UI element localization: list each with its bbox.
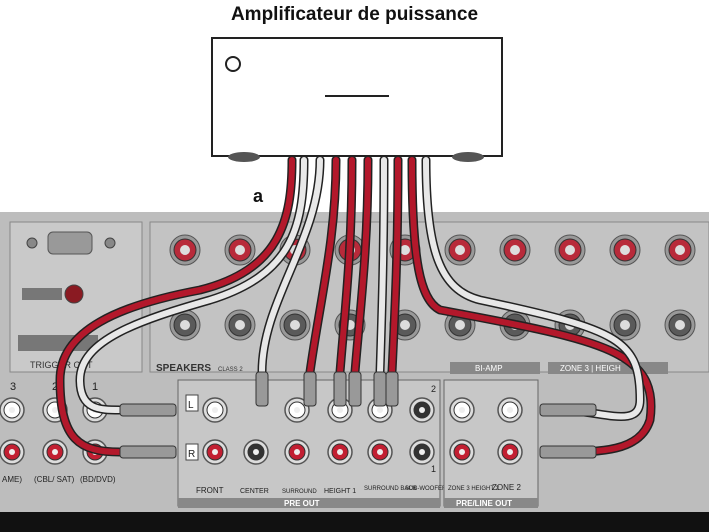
power-amplifier [211,37,503,162]
pre-out-subwoofer-label: SUB-WOOFER [405,486,447,492]
cable-front-l [76,157,307,413]
subwoofer-number-2: 2 [431,384,436,394]
speaker-terminal-plus-10 [664,234,696,266]
rca-plug-top-4 [348,371,362,407]
front-r-jack [202,439,228,465]
rca-plug-1 [119,403,177,417]
pre-out-center-label: CENTER [240,488,269,495]
zone3-height2-label: ZONE 3 HEIGHT 2 [448,486,500,492]
cable-surround-back-r [389,157,401,375]
rca-plug-top-5 [373,371,387,407]
front-r-marker: R [188,449,195,460]
pre-out-surround-back-label: SURROUND BACK [364,486,417,492]
speaker-terminal-plus-8 [554,234,586,266]
speaker-terminal-plus-6 [444,234,476,266]
front-l-jack [202,397,228,423]
subwoofer-number-1: 1 [431,464,436,474]
surround-l-jack [284,397,310,423]
input-number-3: 3 [10,381,16,393]
pre-out-surround-label: SURROUND [282,489,317,495]
cable-surround [307,157,339,375]
speakers-class-label: CLASS 2 [218,367,243,373]
pre-out-height1-label: HEIGHT 1 [324,488,356,495]
speaker-terminal-plus-7 [499,234,531,266]
rca-plug-top-6 [385,371,399,407]
rca-plug-top-3 [333,371,347,407]
input-bd-dvd-label: (BD/DVD) [80,475,116,484]
zone3-height2-l-jack [449,397,475,423]
input-jack-white-1 [0,397,25,423]
speaker-terminal-minus-3 [279,309,311,341]
speaker-terminal-minus-2 [224,309,256,341]
cable-marker-a: a [253,186,264,206]
speaker-terminal-minus-10 [664,309,696,341]
cable-height1 [337,157,355,375]
pre-line-out-jacks [449,397,523,465]
power-knob-icon [225,56,241,72]
center-jack [243,439,269,465]
pre-out-label: PRE OUT [284,499,320,508]
zone3-height2-r-jack [449,439,475,465]
speaker-terminal-plus-2 [224,234,256,266]
cable-surround-back-l [377,157,387,375]
rca-cables [55,155,656,459]
input-number-1: 1 [92,381,98,393]
pre-out-front-label: FRONT [196,486,224,495]
pre-out-jacks [202,397,435,465]
rs232-port [47,231,93,255]
rca-plug-3 [539,403,597,417]
cable-surround-2 [352,157,371,375]
cable-center [259,157,323,375]
input-cbl-sat-label: (CBL/ SAT) [34,475,75,484]
zone2-r-jack [497,439,523,465]
subwoofer-2-jack [409,397,435,423]
zone2-label: ZONE 2 [492,483,521,492]
cable-zone2-r [409,157,655,455]
amp-foot-left [228,152,260,162]
input-jack-red-2 [42,439,68,465]
rca-plug-top-1 [255,371,269,407]
zone3-height-label: ZONE 3 | HEIGH [560,364,621,373]
speaker-terminal-minus-9 [609,309,641,341]
input-game-label: AME) [2,475,22,484]
front-l-marker: L [188,400,194,411]
cable-zone2-l [423,157,644,420]
input-number-2: 2 [52,381,58,393]
amp-foot-right [452,152,484,162]
surround-r-jack [284,439,310,465]
zone2-l-jack [497,397,523,423]
bi-amp-label: BI-AMP [475,364,503,373]
speakers-label: SPEAKERS [156,363,211,374]
cable-front-r [56,157,295,455]
diagram-title: Amplificateur de puissance [230,4,479,25]
input-jack-red-1 [0,439,25,465]
rca-plug-top-2 [303,371,317,407]
speaker-terminal-plus-1 [169,234,201,266]
speaker-terminal-minus-1 [169,309,201,341]
speaker-terminal-plus-9 [609,234,641,266]
pre-line-out-label: PRE/LINE OUT [456,499,512,508]
subwoofer-1-jack [409,439,435,465]
height1-r-jack [327,439,353,465]
rca-plug-2 [119,445,177,459]
rca-plug-4 [539,445,597,459]
surround-back-r-jack [367,439,393,465]
